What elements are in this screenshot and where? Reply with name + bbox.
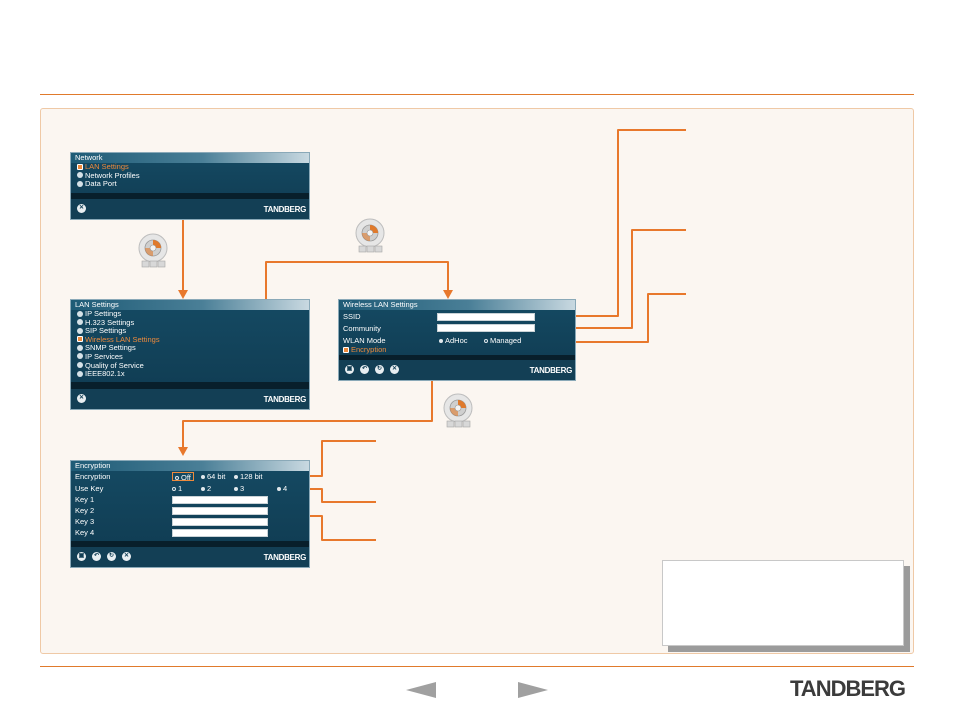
refresh-icon[interactable]: ↻ <box>375 365 384 374</box>
header-rule <box>40 94 914 95</box>
close-icon[interactable]: ✕ <box>77 394 86 403</box>
menu-item-h323-settings[interactable]: H.323 Settings <box>71 318 309 328</box>
close-icon[interactable]: ✕ <box>390 365 399 374</box>
radio-icon <box>201 486 205 491</box>
ssid-label: SSID <box>343 312 361 321</box>
key-1-input[interactable] <box>172 496 268 504</box>
selected-marker-icon <box>77 336 83 343</box>
next-arrow-icon[interactable] <box>518 682 548 698</box>
key-3-input[interactable] <box>172 518 268 526</box>
wlan-mode-label: WLAN Mode <box>343 336 386 345</box>
screen-footer: ▣ ↶ ↻ ✕ TANDBERG <box>71 547 309 567</box>
remote-dial-icon <box>355 218 385 253</box>
key-3-label: Key 3 <box>75 517 95 526</box>
encryption-off-radio[interactable]: Off <box>172 472 194 482</box>
selected-marker-icon <box>343 346 349 353</box>
menu-item-sip-settings[interactable]: SIP Settings <box>71 326 309 336</box>
screen-status-bar <box>71 193 309 203</box>
remote-dial-icon <box>138 233 168 268</box>
menu-item-ip-settings[interactable]: IP Settings <box>71 309 309 319</box>
lan-settings-screen: LAN Settings IP Settings H.323 Settings … <box>70 299 310 410</box>
community-input[interactable] <box>437 324 535 332</box>
network-screen: Network LAN Settings Network Profiles Da… <box>70 152 310 220</box>
key-2-label: Key 2 <box>75 506 95 515</box>
wlan-mode-managed-radio[interactable]: Managed <box>484 336 521 345</box>
encryption-screen-title: Encryption <box>71 461 309 471</box>
bullet-icon <box>77 180 83 187</box>
bullet-icon <box>77 344 83 351</box>
menu-item-quality-of-service[interactable]: Quality of Service <box>71 361 309 371</box>
undo-icon[interactable]: ↶ <box>360 365 369 374</box>
menu-item-ieee8021x[interactable]: IEEE802.1x <box>71 369 309 379</box>
network-screen-title: Network <box>71 153 309 163</box>
undo-icon[interactable]: ↶ <box>92 552 101 561</box>
menu-item-ip-services[interactable]: IP Services <box>71 352 309 362</box>
ssid-input[interactable] <box>437 313 535 321</box>
use-key-3-radio[interactable]: 3 <box>234 484 244 493</box>
use-key-label: Use Key <box>75 484 104 493</box>
bullet-icon <box>77 327 83 334</box>
screen-footer: ✕ TANDBERG <box>71 199 309 219</box>
menu-item-wireless-lan-settings[interactable]: Wireless LAN Settings <box>71 335 309 345</box>
screen-brand-logo: TANDBERG <box>263 395 307 404</box>
bullet-icon <box>77 319 83 326</box>
close-icon[interactable]: ✕ <box>122 552 131 561</box>
menu-item-data-port[interactable]: Data Port <box>71 179 309 189</box>
tandberg-logo: TANDBERG <box>790 676 906 701</box>
radio-icon <box>484 338 488 343</box>
screen-brand-logo: TANDBERG <box>263 553 307 562</box>
use-key-2-radio[interactable]: 2 <box>201 484 211 493</box>
selected-marker-icon <box>77 163 83 170</box>
menu-item-snmp-settings[interactable]: SNMP Settings <box>71 344 309 353</box>
screen-status-bar <box>71 382 309 392</box>
radio-selected-icon <box>277 486 281 491</box>
key-2-input[interactable] <box>172 507 268 515</box>
remote-dial-icon <box>443 393 473 428</box>
community-label: Community <box>343 324 381 333</box>
screen-brand-logo: TANDBERG <box>263 205 307 214</box>
bullet-icon <box>77 362 83 369</box>
wireless-lan-screen: Wireless LAN Settings SSID Community WLA… <box>338 299 576 381</box>
screen-footer: ▣ ↶ ↻ ✕ TANDBERG <box>339 360 575 380</box>
screen-brand-logo: TANDBERG <box>529 366 573 375</box>
encryption-128bit-radio[interactable]: 128 bit <box>234 472 263 481</box>
save-icon[interactable]: ▣ <box>77 552 86 561</box>
radio-icon <box>234 486 238 491</box>
wlan-mode-adhoc-radio[interactable]: AdHoc <box>439 336 468 345</box>
menu-item-network-profiles[interactable]: Network Profiles <box>71 171 309 181</box>
radio-icon <box>172 486 176 491</box>
radio-selected-icon <box>439 338 443 343</box>
use-key-4-radio[interactable]: 4 <box>277 484 287 493</box>
encryption-64bit-radio[interactable]: 64 bit <box>201 472 225 481</box>
bullet-icon <box>77 370 83 377</box>
use-key-1-radio[interactable]: 1 <box>172 484 182 493</box>
lan-screen-title: LAN Settings <box>71 300 309 310</box>
bullet-icon <box>77 353 83 360</box>
key-4-label: Key 4 <box>75 528 95 537</box>
save-icon[interactable]: ▣ <box>345 365 354 374</box>
encryption-link[interactable]: Encryption <box>343 345 386 354</box>
radio-icon <box>175 475 179 480</box>
menu-item-lan-settings[interactable]: LAN Settings <box>71 162 309 172</box>
radio-icon <box>234 474 238 479</box>
key-1-label: Key 1 <box>75 495 95 504</box>
bullet-icon <box>77 172 83 179</box>
encryption-screen: Encryption Encryption Off 64 bit 128 bit… <box>70 460 310 568</box>
prev-arrow-icon[interactable] <box>406 682 436 698</box>
refresh-icon[interactable]: ↻ <box>107 552 116 561</box>
wireless-screen-title: Wireless LAN Settings <box>339 300 575 310</box>
key-4-input[interactable] <box>172 529 268 537</box>
note-box <box>662 560 904 646</box>
encryption-label: Encryption <box>75 472 111 481</box>
footer-rule <box>40 666 914 667</box>
close-icon[interactable]: ✕ <box>77 204 86 213</box>
bullet-icon <box>77 310 83 317</box>
screen-footer: ✕ TANDBERG <box>71 389 309 409</box>
screen-status-bar <box>71 541 309 551</box>
radio-icon <box>201 474 205 479</box>
